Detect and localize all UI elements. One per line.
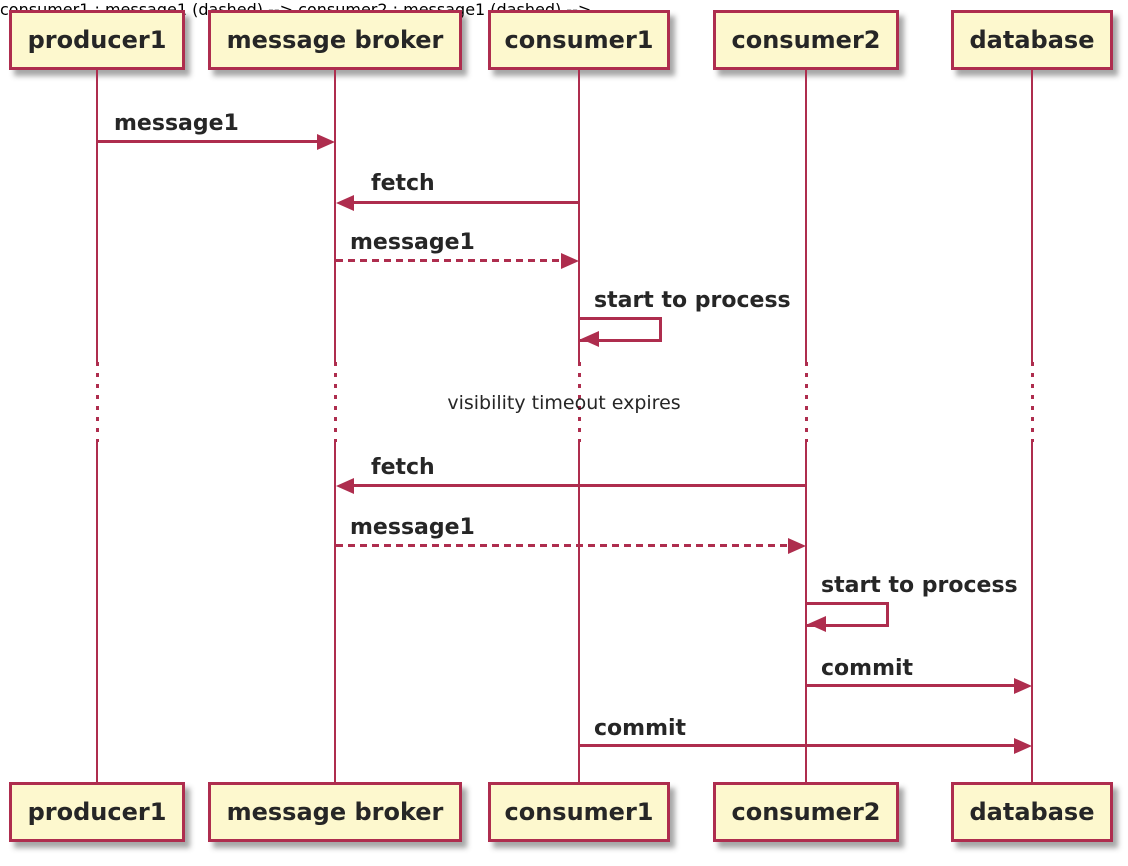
lifeline-message-broker bbox=[334, 70, 336, 362]
message-label-commit-1: commit bbox=[821, 656, 914, 681]
message-label-start-to-process-1: start to process bbox=[594, 288, 791, 313]
participant-consumer2-top: consumer2 bbox=[713, 10, 899, 70]
delay-text: visibility timeout expires bbox=[447, 392, 681, 414]
participant-consumer1-bottom: consumer1 bbox=[488, 782, 670, 842]
message-arrow-1 bbox=[97, 140, 322, 143]
message-arrow-7 bbox=[336, 544, 789, 547]
message-label-start-to-process-2: start to process bbox=[821, 573, 1018, 598]
lifeline-database bbox=[1031, 70, 1033, 362]
message-arrow-10 bbox=[580, 744, 1019, 747]
lifeline-database-delay bbox=[1031, 362, 1034, 442]
message-arrow-2 bbox=[349, 201, 579, 204]
lifeline-consumer1-delay bbox=[578, 362, 581, 442]
participant-database-top: database bbox=[951, 10, 1113, 70]
message-label-fetch-2: fetch bbox=[371, 455, 435, 480]
participant-database-bottom: database bbox=[951, 782, 1113, 842]
arrowhead-right-icon bbox=[561, 253, 579, 269]
participant-producer1-top: producer1 bbox=[9, 10, 185, 70]
arrowhead-left-icon bbox=[581, 331, 599, 347]
participant-message-broker-top: message broker bbox=[208, 10, 462, 70]
lifeline-database bbox=[1031, 442, 1033, 782]
lifeline-message-broker bbox=[334, 442, 336, 782]
participant-producer1-bottom: producer1 bbox=[9, 782, 185, 842]
message-label-message1-2: message1 bbox=[350, 230, 475, 255]
lifeline-producer1 bbox=[96, 442, 98, 782]
arrowhead-right-icon bbox=[1014, 678, 1032, 694]
lifeline-consumer2-delay bbox=[805, 362, 808, 442]
message-label-commit-2: commit bbox=[594, 716, 687, 741]
lifeline-consumer2 bbox=[805, 442, 807, 782]
message-arrow-3 bbox=[336, 259, 562, 262]
lifeline-producer1-delay bbox=[96, 362, 99, 442]
message-label-message1-3: message1 bbox=[350, 515, 475, 540]
lifeline-consumer1 bbox=[578, 70, 580, 362]
self-message-loop-consumer1 bbox=[580, 317, 662, 342]
lifeline-message-broker-delay bbox=[334, 362, 337, 442]
lifeline-producer1 bbox=[96, 70, 98, 362]
arrowhead-left-icon bbox=[808, 616, 826, 632]
arrowhead-right-icon bbox=[788, 538, 806, 554]
arrowhead-left-icon bbox=[336, 195, 354, 211]
self-message-loop-consumer2 bbox=[807, 602, 889, 627]
lifeline-consumer1 bbox=[578, 442, 580, 782]
message-arrow-6 bbox=[349, 484, 806, 487]
arrowhead-left-icon bbox=[336, 478, 354, 494]
message-label-fetch-1: fetch bbox=[371, 171, 435, 196]
arrowhead-right-icon bbox=[317, 134, 335, 150]
participant-consumer1-top: consumer1 bbox=[488, 10, 670, 70]
lifeline-consumer2 bbox=[805, 70, 807, 362]
participant-message-broker-bottom: message broker bbox=[208, 782, 462, 842]
message-label-message1-1: message1 bbox=[114, 111, 239, 136]
message-arrow-9 bbox=[807, 684, 1019, 687]
arrowhead-right-icon bbox=[1014, 738, 1032, 754]
participant-consumer2-bottom: consumer2 bbox=[713, 782, 899, 842]
